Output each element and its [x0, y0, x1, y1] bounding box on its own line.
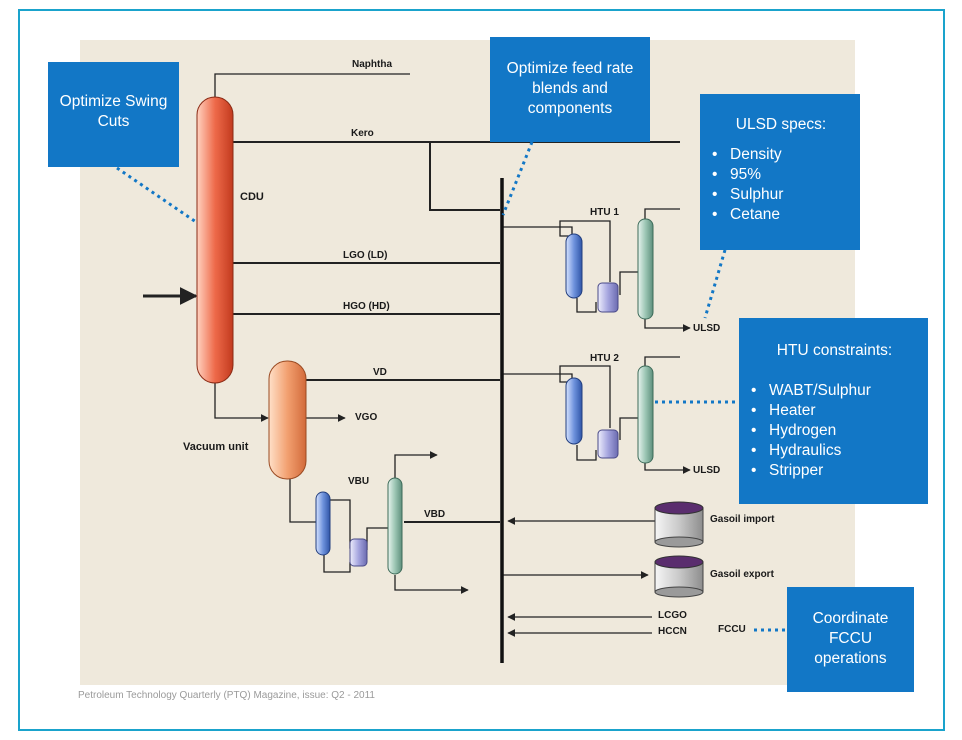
ulsd-spec-item: Sulphur — [712, 185, 850, 205]
vbu-separator — [349, 538, 368, 567]
lcgo-label: LCGO — [658, 610, 687, 621]
gasoil-import-tank — [654, 501, 704, 548]
ulsd-label-1: ULSD — [693, 323, 721, 334]
callout-connectors — [116, 141, 787, 632]
vbu-label: VBU — [348, 476, 370, 487]
gasoil-export-label: Gasoil export — [710, 569, 774, 580]
vbu-reactor — [315, 491, 331, 556]
htu2-label: HTU 2 — [590, 353, 619, 364]
lgo-label: LGO (LD) — [343, 250, 388, 261]
callout-htu-constraints: HTU constraints: WABT/Sulphur Heater Hyd… — [739, 318, 928, 504]
callout-swing-cuts: Optimize Swing Cuts — [48, 62, 179, 167]
hccn-label: HCCN — [658, 626, 687, 637]
vgo-label: VGO — [355, 412, 378, 423]
vacuum-unit-label: Vacuum unit — [183, 441, 249, 453]
hgo-label: HGO (HD) — [343, 301, 390, 312]
htu-constraint-item: WABT/Sulphur — [751, 381, 918, 401]
ulsd-specs-list: Density 95% Sulphur Cetane — [712, 145, 850, 225]
htu2-separator — [597, 429, 619, 459]
htu2-stripper — [637, 365, 654, 464]
kero-label: Kero — [351, 128, 374, 139]
htu2-reactor — [565, 377, 583, 445]
ulsd-specs-title: ULSD specs: — [735, 116, 827, 133]
htu-constraints-title: HTU constraints: — [776, 342, 893, 359]
htu-constraints-list: WABT/Sulphur Heater Hydrogen Hydraulics … — [751, 381, 918, 481]
ulsd-spec-item: Cetane — [712, 205, 850, 225]
htu-constraint-item: Hydrogen — [751, 421, 918, 441]
vbd-label: VBD — [424, 509, 446, 520]
htu-constraint-item: Hydraulics — [751, 441, 918, 461]
ulsd-spec-item: Density — [712, 145, 850, 165]
callout-feed-rate: Optimize feed rate blends and components — [490, 37, 650, 142]
htu-constraint-item: Stripper — [751, 461, 918, 481]
gasoil-export-tank — [654, 555, 704, 598]
callout-fccu-operations: Coordinate FCCU operations — [787, 587, 914, 692]
ulsd-spec-item: 95% — [712, 165, 850, 185]
htu1-stripper — [637, 218, 654, 320]
gasoil-import-label: Gasoil import — [710, 514, 775, 525]
htu-constraint-item: Heater — [751, 401, 918, 421]
source-footer: Petroleum Technology Quarterly (PTQ) Mag… — [78, 690, 375, 701]
callout-ulsd-specs: ULSD specs: Density 95% Sulphur Cetane — [700, 94, 860, 250]
vacuum-column — [268, 360, 307, 480]
htu1-label: HTU 1 — [590, 207, 619, 218]
vd-label: VD — [373, 367, 387, 378]
cdu-column — [196, 96, 234, 384]
fccu-label: FCCU — [718, 624, 746, 635]
vbu-stripper — [387, 477, 403, 575]
htu1-reactor — [565, 233, 583, 299]
ulsd-label-2: ULSD — [693, 465, 721, 476]
htu1-separator — [597, 282, 619, 313]
naphtha-label: Naphtha — [352, 59, 392, 70]
cdu-label: CDU — [240, 191, 264, 203]
